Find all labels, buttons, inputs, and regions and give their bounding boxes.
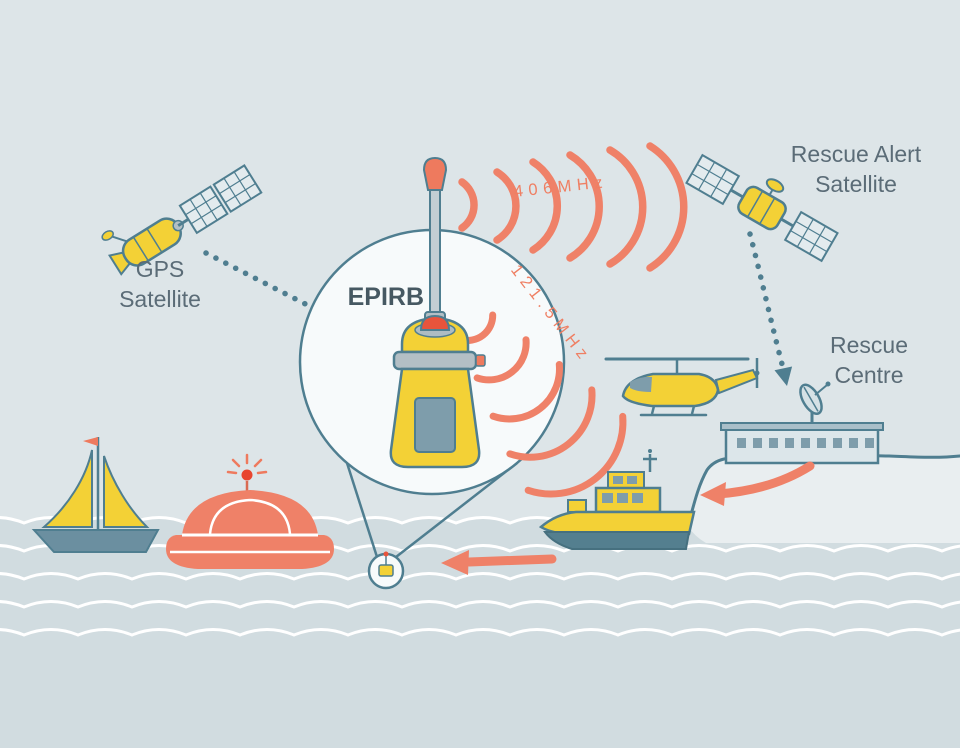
signal-arcs-406-icon <box>458 142 688 272</box>
rescue-boat-course-arrow <box>441 550 557 575</box>
boat-waterline <box>543 531 691 550</box>
epirb-antenna <box>429 189 441 317</box>
sailboat-hull <box>31 529 160 553</box>
gps-satellite-label-line2: Satellite <box>119 286 201 312</box>
magnifier-cone-right <box>395 462 518 558</box>
sea-water <box>0 517 960 748</box>
sailboat-jib <box>103 455 150 528</box>
life-raft-icon <box>166 453 334 569</box>
epirb-activation-button <box>419 314 451 331</box>
sailboat-mainsail <box>41 449 93 528</box>
rescue-centre-label-line1: Rescue <box>830 332 908 358</box>
helicopter-window <box>630 376 652 392</box>
rescue-alert-satellite-label-line2: Satellite <box>815 171 897 197</box>
rescue-boat-icon <box>538 449 696 550</box>
gps-satellite-label-line1: GPS <box>136 256 185 282</box>
coastline-land <box>688 455 960 543</box>
gps-satellite-icon <box>101 164 263 276</box>
rescue-centre-label-line2: Centre <box>834 362 903 388</box>
rescue-alert-satellite-label-line1: Rescue Alert <box>791 141 922 167</box>
rescue-alert-satellite-icon <box>685 153 839 263</box>
satellite-downlink-dotted-arrow <box>747 231 793 386</box>
magnifier-cone-left <box>345 462 379 558</box>
raft-strobe-light <box>241 469 253 481</box>
epirb-antenna-tip <box>422 156 448 191</box>
raft-canopy <box>182 490 318 535</box>
boat-hull <box>538 510 696 536</box>
floating-beacon-icon <box>367 551 405 590</box>
epirb-label: EPIRB <box>348 283 424 311</box>
rescue-centre-building-icon <box>720 381 884 465</box>
epirb-screen <box>414 397 456 453</box>
sailboat-pennant <box>83 437 98 446</box>
radar-dish-icon <box>799 381 831 424</box>
epirb-device-icon <box>389 156 486 469</box>
helicopter-icon <box>604 357 760 417</box>
building-windows <box>737 438 874 448</box>
sailboat-icon <box>31 437 160 553</box>
coast-launch-arrow <box>700 461 815 506</box>
